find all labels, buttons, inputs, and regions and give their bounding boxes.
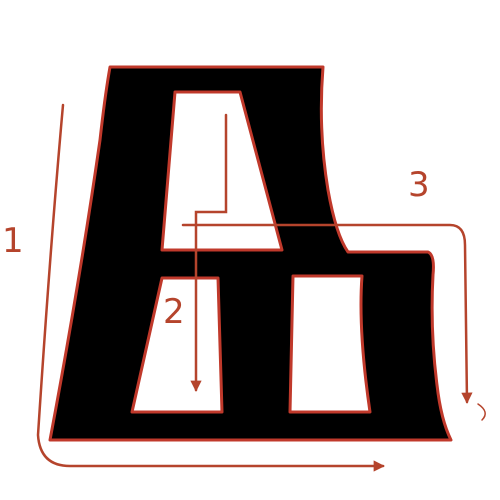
stroke-label-2: 2 [163,292,185,332]
stroke-1-arrow [36,103,385,472]
stroke-label-1: 1 [2,221,24,261]
glyph-shape [48,65,453,442]
stroke-3-arrow [181,223,473,404]
stroke-3-hook [477,403,486,421]
stroke-2-arrow [190,113,228,392]
stroke-label-3: 3 [408,165,430,205]
